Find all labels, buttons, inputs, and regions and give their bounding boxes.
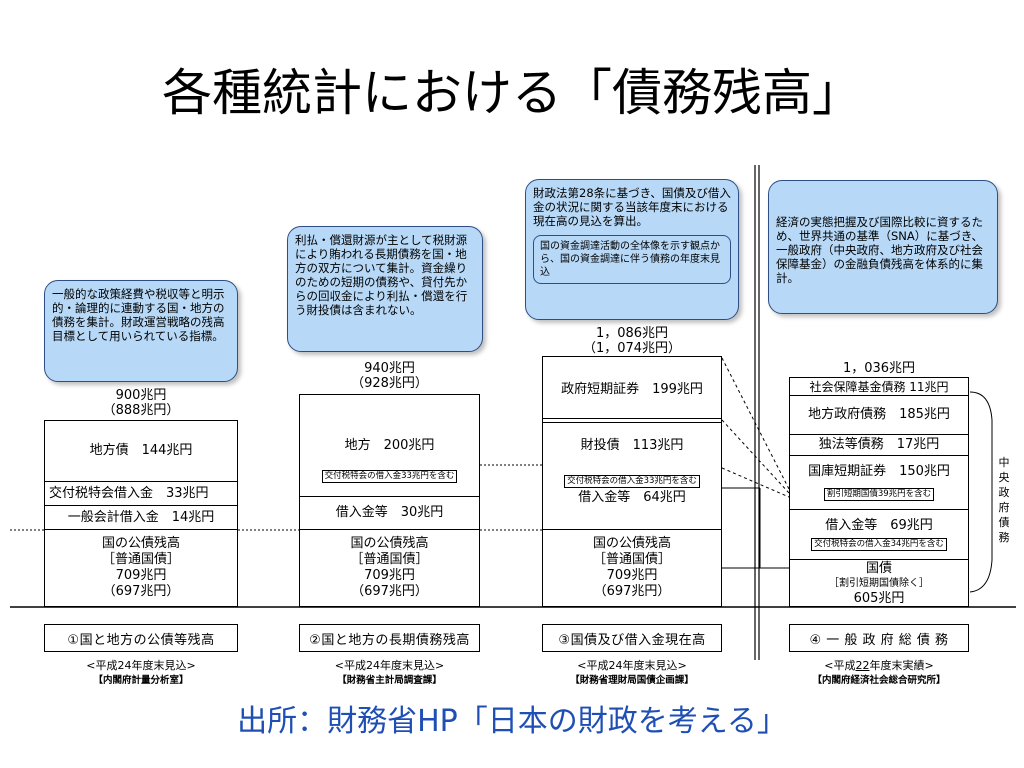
col2-note: 利払・償還財源が主として税財源により賄われる長期債務を国・地方の双方について集計… — [287, 226, 483, 352]
brace — [969, 391, 993, 593]
col1-source: 【内閣府計量分析室】 — [93, 675, 189, 686]
col4-basis-year: 22 — [855, 659, 870, 672]
col4-seg-borrowings: 借入金等 69兆円 交付税特会の借入金34兆円を含む — [790, 510, 968, 560]
col1-bar: 地方債 144兆円 交付税特会借入金 33兆円 一般会計借入金 14兆円 国の公… — [44, 420, 238, 607]
col2-total-sub: （928兆円） — [351, 376, 428, 391]
col2-source: 【財務省主計局調査課】 — [337, 675, 442, 686]
col4-seg-borrowings-label: 借入金等 69兆円 — [825, 518, 933, 533]
col2-mini-note: 交付税特会の借入金33兆円を含む — [321, 470, 458, 483]
col2-total: 940兆円 （928兆円） — [299, 361, 480, 391]
col2-total-value: 940兆円 — [364, 361, 415, 376]
col1-base-line: ［普通国債］ — [101, 552, 180, 567]
col4-seg-social-security: 社会保障基金債務 11兆円 — [790, 378, 968, 396]
col2-base-line: ［普通国債］ — [350, 552, 429, 567]
col3-base-line: （697兆円） — [593, 584, 671, 599]
col1-seg-base: 国の公債残高 ［普通国債］ 709兆円 （697兆円） — [45, 530, 237, 606]
col1-base-line: 国の公債残高 — [101, 536, 180, 551]
side-label-char: 政 — [998, 486, 1010, 499]
col3-basis: <平成24年度末見込> — [577, 659, 687, 672]
col3-source: 【財務省理財局国債企画課】 — [570, 675, 694, 686]
side-label-char: 務 — [998, 531, 1010, 544]
side-label-char: 府 — [998, 501, 1010, 514]
col2-basis: <平成24年度末見込> — [334, 659, 445, 672]
col4-label: ④ 一 般 政 府 総 債 務 — [789, 624, 969, 652]
col3-filp-divider — [542, 418, 722, 419]
col3-seg-base: 国の公債残高 ［普通国債］ 709兆円 （697兆円） — [543, 530, 721, 606]
dashed-link-1 — [721, 357, 790, 490]
col4-basis-pre: <平成 — [824, 659, 856, 672]
col3-label: ③国債及び借入金現在高 — [542, 624, 722, 652]
col3-bar: 政府短期証券 199兆円 財投債 113兆円 交付税特会の借入金33兆円を含む … — [542, 356, 722, 607]
col2-seg-local: 地方 200兆円 交付税特会の借入金33兆円を含む — [300, 395, 479, 497]
page-title: 各種統計における「債務残高」 — [162, 64, 862, 122]
col4-mini-note-2: 交付税特会の借入金34兆円を含む — [811, 538, 947, 551]
col3-seg-borrowings-label: 借入金等 64兆円 — [578, 490, 686, 505]
col3-total-value: 1，086兆円 — [595, 326, 669, 341]
col4-seg-local-government: 地方政府債務 185兆円 — [790, 396, 968, 435]
col2-bar: 地方 200兆円 交付税特会の借入金33兆円を含む 借入金等 30兆円 国の公債… — [299, 394, 480, 607]
col4-seg-treasury-bills-label: 国庫短期証券 150兆円 — [808, 464, 950, 479]
col3-total: 1，086兆円 （1，074兆円） — [542, 326, 722, 356]
col4-total: 1，036兆円 — [842, 361, 916, 376]
col4-base-line: 国債 — [865, 560, 892, 576]
col4-seg-treasury-bills: 国庫短期証券 150兆円 割引短期国債39兆円を含む — [790, 456, 968, 510]
dashed-link-2 — [721, 419, 790, 494]
col1-base-line: 709兆円 — [115, 568, 167, 583]
col2-base-line: （697兆円） — [351, 584, 428, 599]
col1-label: ①国と地方の公債等残高 — [44, 624, 238, 652]
col4-base-line: ［割引短期国債除く］ — [829, 577, 929, 589]
col3-seg-borrowings: 交付税特会の借入金33兆円を含む 借入金等 64兆円 — [543, 469, 721, 530]
source-footer: 出所：財務省HP「日本の財政を考える」 — [237, 704, 787, 739]
col1-seg-special-account: 交付税特会借入金 33兆円 — [45, 482, 237, 506]
side-label-char: 債 — [998, 516, 1010, 529]
col1-total: 900兆円 （888兆円） — [44, 388, 238, 418]
col4-side-label: 中 央 政 府 債 務 — [997, 455, 1011, 545]
side-label-char: 央 — [998, 471, 1010, 484]
col3-base-line: ［普通国債］ — [592, 552, 671, 567]
col2-seg-base: 国の公債残高 ［普通国債］ 709兆円 （697兆円） — [300, 530, 479, 606]
col3-mini-note: 交付税特会の借入金33兆円を含む — [564, 475, 700, 488]
col3-total-sub: （1，074兆円） — [582, 341, 682, 356]
col2-seg-borrowings: 借入金等 30兆円 — [300, 497, 479, 530]
col4-basis-post: 年度末実績> — [869, 659, 934, 672]
col1-basis: <平成24年度末見込> — [86, 659, 196, 672]
col3-seg-short-securities: 政府短期証券 199兆円 — [543, 357, 721, 423]
side-label-char: 中 — [998, 456, 1010, 469]
col3-note-text: 財政法第28条に基づき、国債及び借入金の状況に関する当該年度末における現在高の見… — [533, 186, 731, 228]
col2-base-line: 国の公債残高 — [350, 536, 429, 551]
col3-note: 財政法第28条に基づき、国債及び借入金の状況に関する当該年度末における現在高の見… — [525, 179, 739, 320]
col4-base-line: 605兆円 — [853, 590, 905, 606]
dashed-link-3 — [721, 467, 790, 498]
col4-basis: <平成22年度末実績> — [789, 659, 969, 672]
col1-total-sub: （888兆円） — [102, 403, 180, 418]
col1-note: 一般的な政策経費や税収等と明示的・論理的に連動する国・地方の債務を集計。財政運営… — [44, 280, 238, 382]
col3-subnote: 国の資金調達活動の全体像を示す観点から、国の資金調達に伴う債務の年度末見込 — [533, 235, 731, 284]
col2-label: ②国と地方の長期債務残高 — [299, 624, 480, 652]
col4-seg-base: 国債 ［割引短期国債除く］ 605兆円 — [790, 560, 968, 606]
col4-note: 経済の実態把握及び国際比較に資するため、世界共通の基準（SNA）に基づき、一般政… — [768, 180, 998, 314]
col1-base-line: （697兆円） — [102, 584, 180, 599]
col3-base-line: 国の公債残高 — [592, 536, 671, 551]
col1-seg-local-bonds: 地方債 144兆円 — [45, 421, 237, 482]
col4-source: 【内閣府経済社会総合研究所】 — [812, 675, 946, 686]
col2-base-line: 709兆円 — [364, 568, 415, 583]
col1-total-value: 900兆円 — [115, 388, 167, 403]
col3-seg-filp-bonds: 財投債 113兆円 — [580, 438, 684, 453]
col1-seg-general-account: 一般会計借入金 14兆円 — [45, 506, 237, 530]
col3-base-line: 709兆円 — [606, 568, 658, 583]
col4-bar: 社会保障基金債務 11兆円 地方政府債務 185兆円 独法等債務 17兆円 国庫… — [789, 377, 969, 607]
col4-mini-note-1: 割引短期国債39兆円を含む — [823, 488, 935, 501]
col2-seg-local-label: 地方 200兆円 — [344, 438, 435, 453]
col4-seg-independent-agencies: 独法等債務 17兆円 — [790, 435, 968, 456]
